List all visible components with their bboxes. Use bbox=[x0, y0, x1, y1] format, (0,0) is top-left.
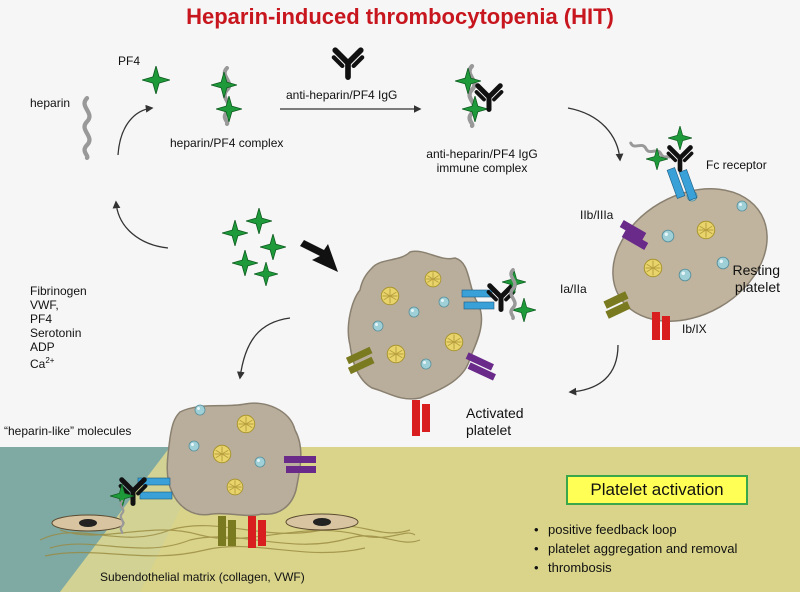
heparin-strand-icon bbox=[85, 98, 90, 158]
resting-platelet-label: Resting platelet bbox=[716, 262, 780, 296]
receptor-icon bbox=[603, 167, 698, 340]
fc-receptor-label: Fc receptor bbox=[706, 158, 767, 172]
pf4-label: PF4 bbox=[118, 54, 141, 68]
heparin-label: heparin bbox=[30, 96, 71, 110]
heparin-pf4-complex-icon bbox=[211, 68, 242, 124]
iib-iiia-label: IIb/IIIa bbox=[580, 208, 614, 222]
release-arrow-icon bbox=[300, 240, 338, 272]
released-item: Serotonin bbox=[30, 326, 82, 340]
released-item-calcium: Ca2+ bbox=[30, 354, 87, 371]
activation-bullets: positive feedback loop platelet aggregat… bbox=[534, 520, 737, 577]
page-title: Heparin-induced thrombocytopenia (HIT) bbox=[186, 4, 614, 29]
resting-line1: Resting bbox=[732, 262, 780, 278]
released-item: VWF, bbox=[30, 298, 59, 312]
ia-iia-label: Ia/IIa bbox=[560, 282, 587, 296]
activated-line1: Activated bbox=[466, 405, 524, 421]
heparin-like-label: “heparin-like” molecules bbox=[4, 424, 132, 438]
calcium-sup: 2+ bbox=[45, 356, 55, 365]
bullet-item: platelet aggregation and removal bbox=[534, 539, 737, 558]
matrix-label: Subendothelial matrix (collagen, VWF) bbox=[100, 570, 305, 584]
activated-line2: platelet bbox=[466, 422, 512, 438]
bullet-item: thrombosis bbox=[534, 558, 737, 577]
bullet-item: positive feedback loop bbox=[534, 520, 737, 539]
immune-complex-icon bbox=[455, 66, 502, 126]
released-item: PF4 bbox=[30, 312, 53, 326]
platelet-activation-box: Platelet activation bbox=[566, 475, 748, 505]
ib-ix-label: Ib/IX bbox=[682, 322, 707, 336]
released-item: Fibrinogen bbox=[30, 284, 87, 298]
activated-platelet bbox=[347, 250, 483, 400]
adherent-platelet bbox=[166, 402, 302, 517]
calcium-base: Ca bbox=[30, 357, 46, 371]
released-item: ADP bbox=[30, 340, 55, 354]
pf4-star-icon bbox=[142, 66, 170, 94]
anti-igg-label: anti-heparin/PF4 IgG bbox=[286, 88, 398, 102]
immune-complex-line2: immune complex bbox=[436, 161, 528, 175]
activated-platelet-label: Activated platelet bbox=[466, 405, 524, 439]
released-substances-list: Fibrinogen VWF, PF4 Serotonin ADP Ca2+ bbox=[30, 284, 87, 371]
igg-antibody-icon bbox=[334, 50, 362, 77]
cycle-arrows bbox=[112, 104, 624, 396]
resting-line2: platelet bbox=[734, 279, 780, 295]
immune-complex-label: anti-heparin/PF4 IgG immune complex bbox=[402, 147, 562, 175]
released-pf4-cluster bbox=[222, 208, 286, 286]
immune-complex-line1: anti-heparin/PF4 IgG bbox=[426, 147, 538, 161]
heparin-pf4-complex-label: heparin/PF4 complex bbox=[170, 136, 284, 150]
